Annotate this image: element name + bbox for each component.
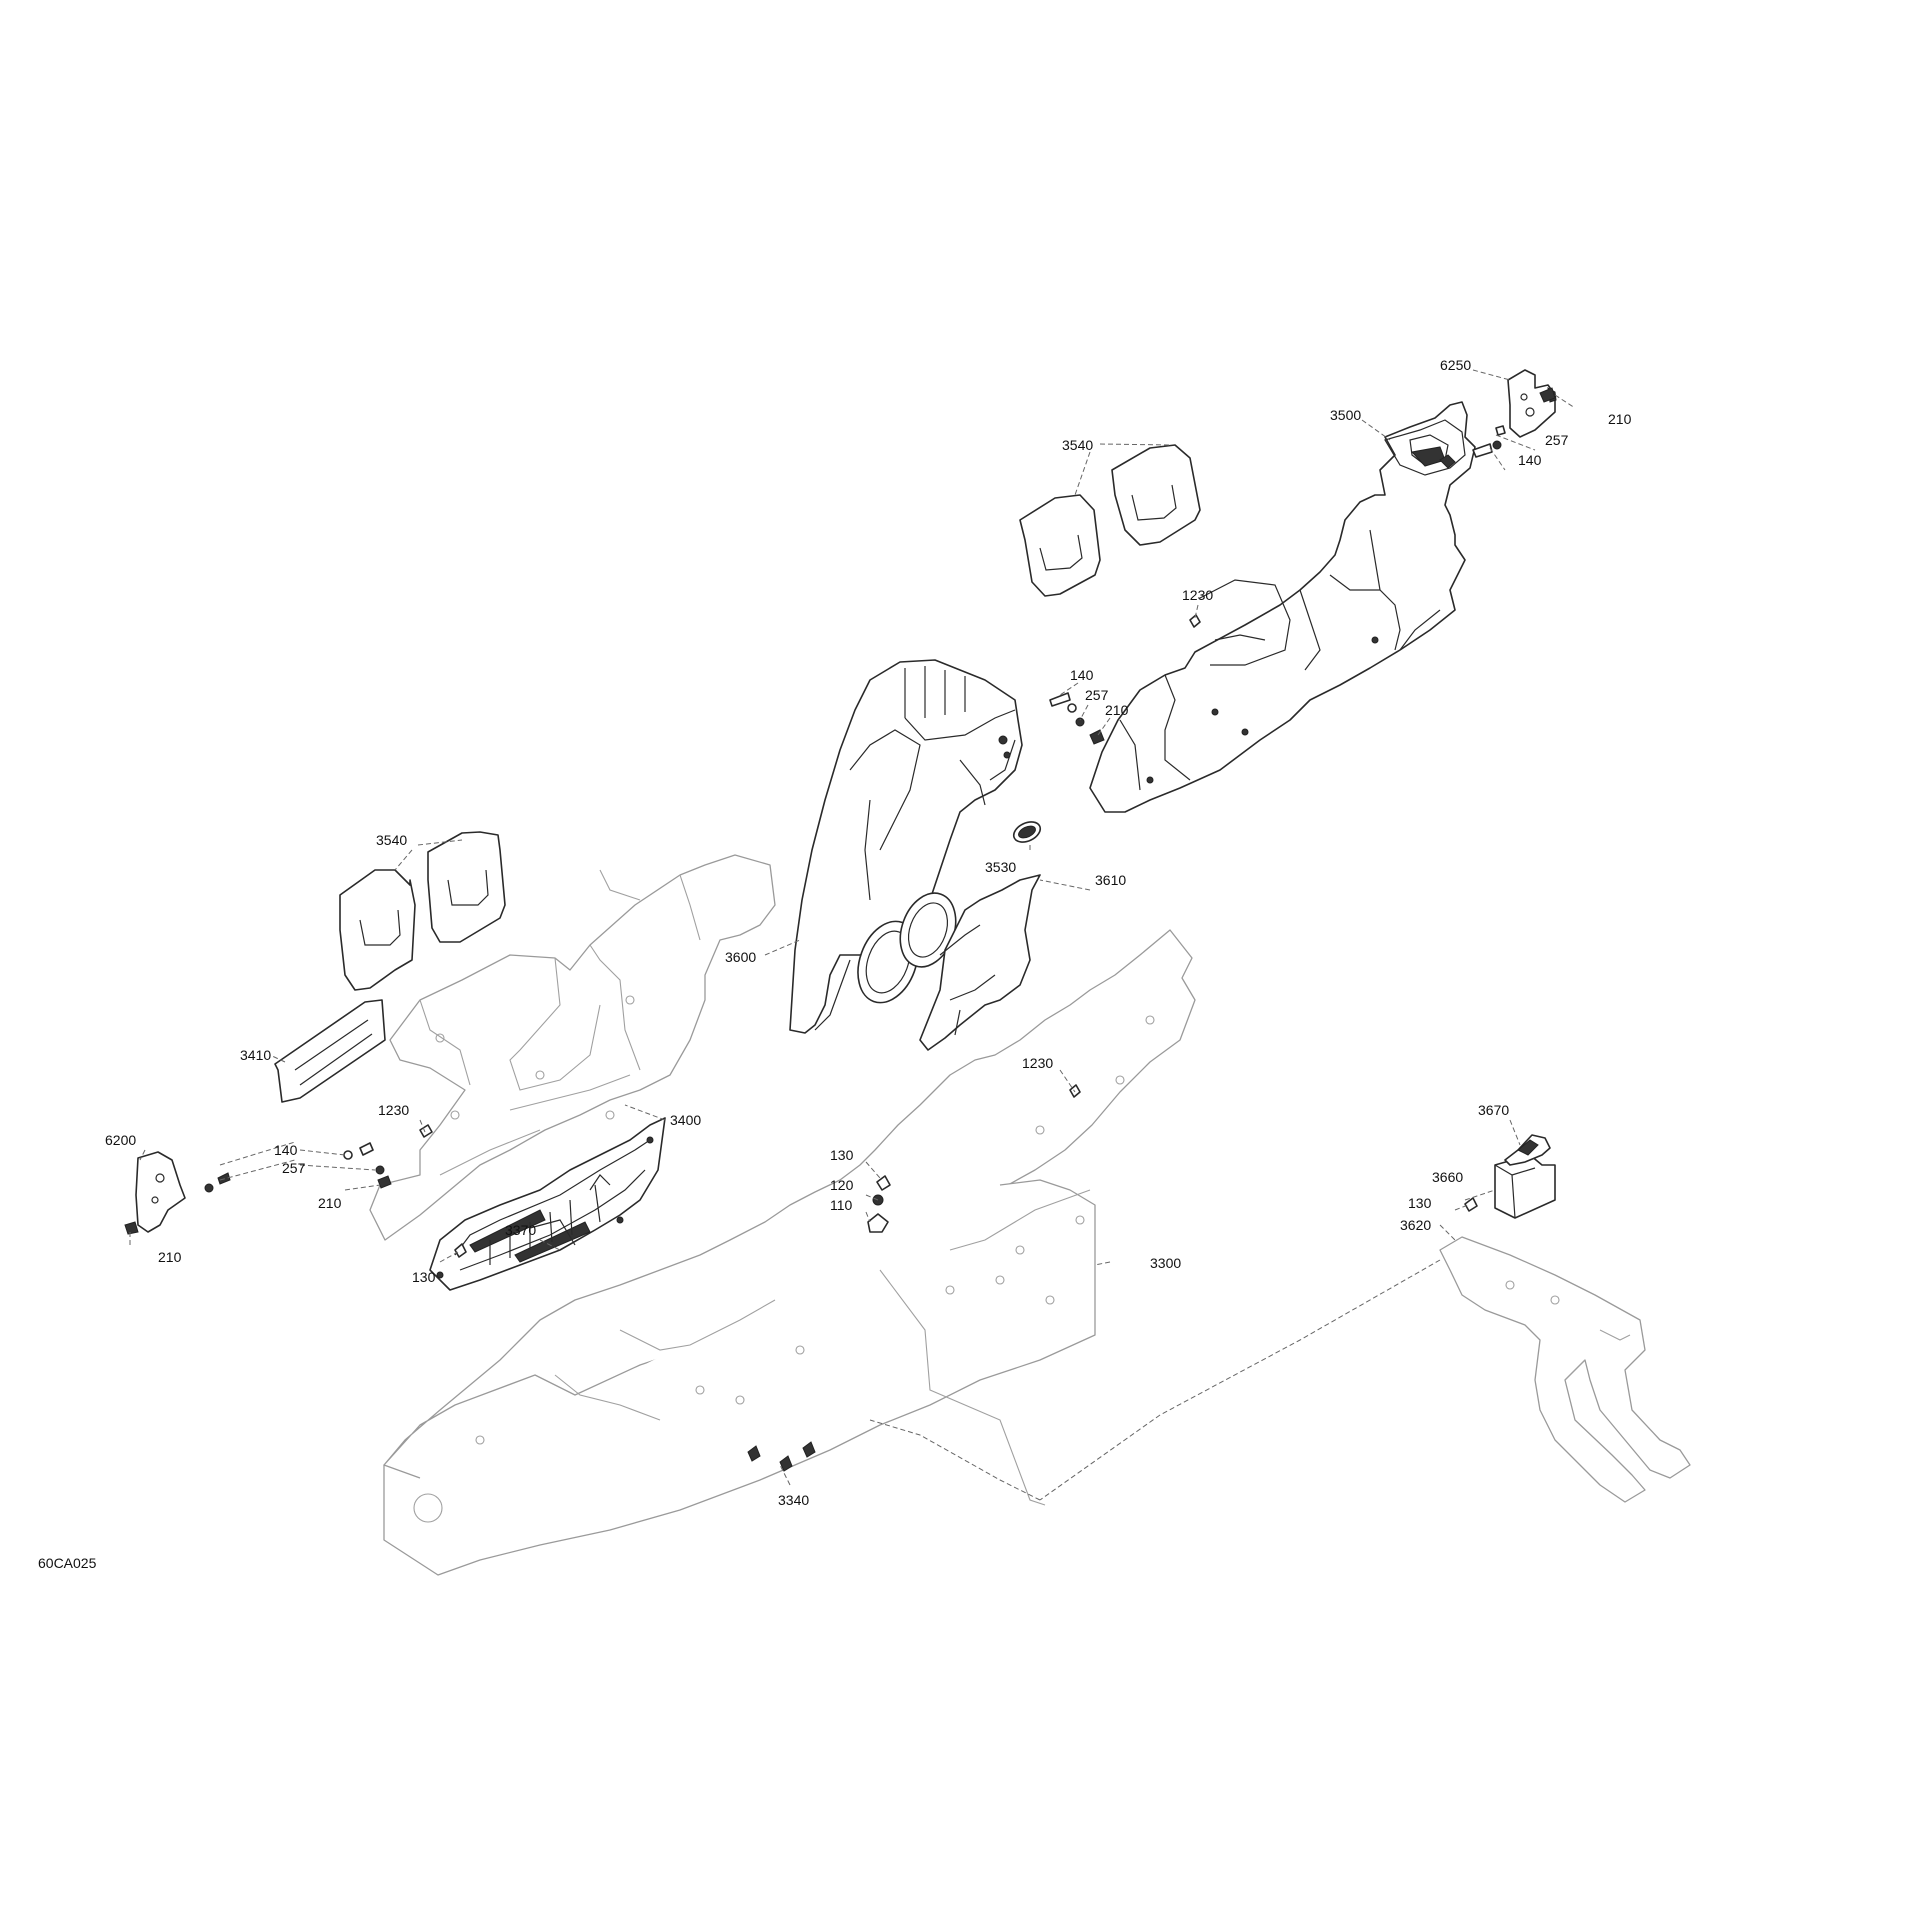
callout-257: 257 [282,1160,306,1176]
figure-code: 60CA025 [38,1555,97,1571]
callout-140: 140 [274,1142,298,1158]
callout-3340: 3340 [778,1492,809,1508]
part-6200-bracket [124,1151,231,1235]
callout-3670: 3670 [1478,1102,1509,1118]
callout-3600: 3600 [725,949,756,965]
callout-130: 130 [412,1269,436,1285]
callout-labels: 6250 210 3500 257 140 3540 1230 140 257 … [38,357,1632,1571]
part-3410-plate [274,999,386,1103]
part-3670-clip [1504,1134,1551,1166]
part-3500-air-duct [1089,401,1476,813]
callout-6200: 6200 [105,1132,136,1148]
callout-210: 210 [1105,702,1129,718]
callout-210: 210 [1608,411,1632,427]
part-3600-intake-housing [789,659,1023,1034]
leader-lines [129,369,1576,1501]
part-3540-pads-right [1019,444,1201,597]
callout-3370: 3370 [505,1222,536,1238]
part-3610-duct [919,874,1041,1051]
callout-110: 110 [830,1197,853,1213]
part-3370-vent-frame [429,1117,666,1291]
callout-3610: 3610 [1095,872,1126,888]
callout-210: 210 [158,1249,182,1265]
part-3540-pads-left [339,831,506,991]
part-3620-rear-support-arm [1439,1236,1691,1503]
callout-3540: 3540 [1062,437,1093,453]
callout-210: 210 [318,1195,342,1211]
callout-3540: 3540 [376,832,407,848]
callout-120: 120 [830,1177,854,1193]
part-3660-box [1494,1154,1556,1219]
callout-257: 257 [1545,432,1569,448]
callout-3620: 3620 [1400,1217,1431,1233]
callout-3300: 3300 [1150,1255,1181,1271]
callout-3500: 3500 [1330,407,1361,423]
callout-3400: 3400 [670,1112,701,1128]
callout-130: 130 [830,1147,854,1163]
callout-1230: 1230 [1182,587,1213,603]
callout-1230: 1230 [378,1102,409,1118]
part-3400-console-duct [369,854,776,1241]
callout-3660: 3660 [1432,1169,1463,1185]
callout-1230: 1230 [1022,1055,1053,1071]
callout-3410: 3410 [240,1047,271,1063]
callout-3530: 3530 [985,859,1016,875]
part-3300-floor-pan [383,929,1196,1576]
callout-130: 130 [1408,1195,1432,1211]
callout-140: 140 [1518,452,1542,468]
callout-257: 257 [1085,687,1109,703]
part-6250-bracket [1495,369,1557,438]
callout-140: 140 [1070,667,1094,683]
part-3530-grommet [1012,821,1042,843]
callout-6250: 6250 [1440,357,1471,373]
fasteners [343,387,1556,1472]
